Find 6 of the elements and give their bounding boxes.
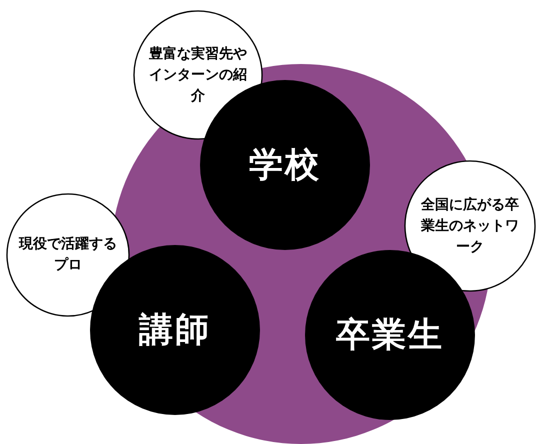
- node-title: 卒業生: [336, 314, 444, 357]
- node-title: 講師: [139, 309, 211, 352]
- bubble-text: 現役で活躍するプロ: [19, 235, 117, 275]
- bubble-text: 全国に広がる卒業生のネットワーク: [420, 196, 520, 256]
- bubble-text: 豊富な実習先やインターンの紹介: [148, 44, 248, 106]
- node-title: 学校: [249, 144, 321, 187]
